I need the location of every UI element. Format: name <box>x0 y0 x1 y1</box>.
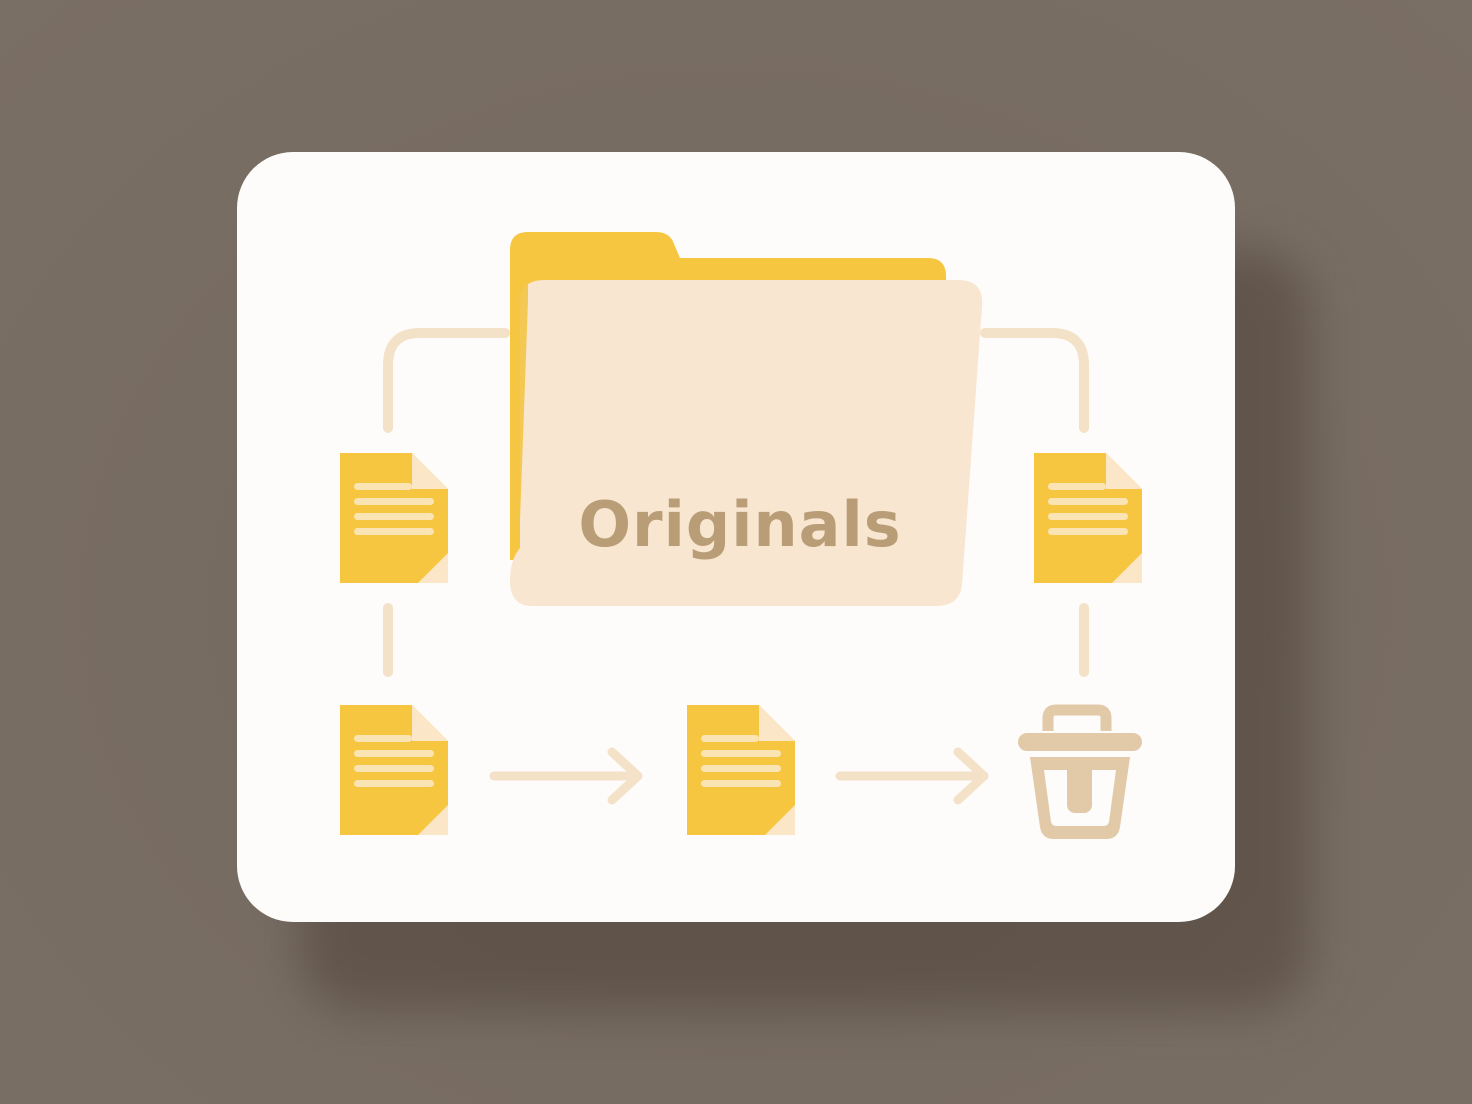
document-icon <box>1034 453 1142 583</box>
arrow-right-icon <box>489 747 643 805</box>
connector-folder-to-left-doc <box>383 328 510 433</box>
connector-lines <box>383 328 1089 677</box>
arrow-right-icon <box>835 747 989 805</box>
folder-label: Originals <box>578 488 902 561</box>
trash-icon <box>1018 704 1142 839</box>
document-icon <box>687 705 795 835</box>
document-icon <box>340 453 448 583</box>
folder-icon <box>510 232 983 606</box>
connector-folder-to-right-doc <box>980 328 1089 433</box>
document-icon <box>340 705 448 835</box>
